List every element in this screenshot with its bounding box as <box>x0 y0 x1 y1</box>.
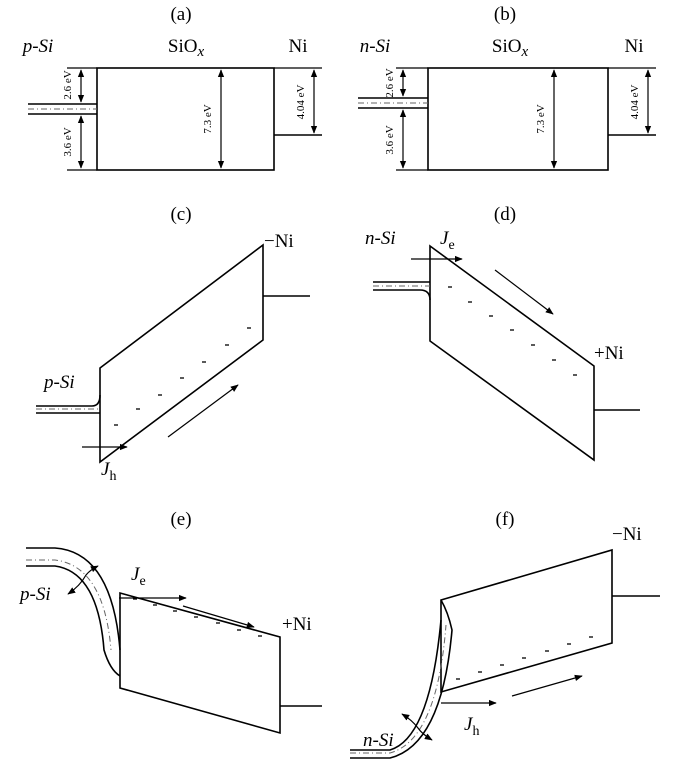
panel-e-si-conduction-band <box>26 565 121 677</box>
panel-f-metal-label: −Ni <box>612 524 642 545</box>
panel-d-semiconductor-label: n-Si <box>365 228 396 249</box>
panel-d: (d) n-Si Je +Ni <box>365 204 640 462</box>
panel-b-tag: (b) <box>494 4 516 25</box>
panel-d-current-label: Je <box>440 228 455 253</box>
panel-f-tag: (f) <box>496 509 515 530</box>
panel-e-oxide-barrier <box>119 591 281 735</box>
panel-b-oxide-gap-value: 7.3 eV <box>535 104 547 133</box>
panel-a-metal-offset-value: 4.04 eV <box>295 85 307 120</box>
panel-f-si-conduction-band <box>350 599 453 759</box>
panel-e-semiconductor-label: p-Si <box>18 584 51 605</box>
panel-d-oxide-barrier <box>429 244 595 462</box>
panel-a-semiconductor-label: p-Si <box>21 36 54 57</box>
panel-a-tag: (a) <box>170 4 191 25</box>
panel-e-current-label: Je <box>131 564 146 589</box>
panel-a-oxide-label: SiOx <box>168 36 205 60</box>
panel-c-current-label: Jh <box>101 459 116 484</box>
panel-a: (a) p-Si SiOx Ni 2.6 eV 3.6 eV 7.3 eV 4.… <box>21 4 322 171</box>
panel-f-transport-arrow <box>511 674 583 697</box>
panel-b-oxide-label: SiOx <box>492 36 529 60</box>
panel-b-oxide-barrier <box>427 67 609 171</box>
panel-f-current-label: Jh <box>464 714 479 739</box>
panel-e-tag: (e) <box>170 509 191 530</box>
panel-e-trap-levels <box>133 598 262 637</box>
panel-c-semiconductor-label: p-Si <box>42 372 75 393</box>
panel-d-si-conduction-band <box>373 289 431 301</box>
panel-a-oxide-barrier <box>96 67 275 171</box>
panel-c: (c) −Ni p-Si Jh <box>36 204 310 484</box>
panel-c-trap-levels <box>114 327 251 426</box>
panel-a-oxide-gap-value: 7.3 eV <box>202 104 214 133</box>
panel-e-transport-arrow <box>182 605 255 629</box>
panel-a-metal-label: Ni <box>289 36 308 57</box>
panel-c-si-valence-band <box>36 394 101 407</box>
panel-b-lower-offset-value: 3.6 eV <box>384 125 396 154</box>
panel-c-oxide-barrier <box>99 243 264 464</box>
panel-f-semiconductor-label: n-Si <box>363 730 394 751</box>
panel-b: (b) n-Si SiOx Ni 2.6 eV 3.6 eV 7.3 eV 4.… <box>358 4 656 171</box>
panel-b-metal-offset-value: 4.04 eV <box>629 85 641 120</box>
panel-c-tag: (c) <box>170 204 191 225</box>
panel-c-metal-label: −Ni <box>264 231 294 252</box>
panel-b-upper-offset-value: 2.6 eV <box>384 68 396 97</box>
panel-f-trap-levels <box>456 636 593 680</box>
panel-e: (e) p-Si Je +Ni <box>18 509 322 735</box>
panel-d-trap-levels <box>448 286 577 376</box>
panel-f-fermi-level <box>350 624 447 754</box>
panel-f-oxide-barrier <box>440 548 613 694</box>
panel-b-semiconductor-label: n-Si <box>360 36 391 57</box>
panel-e-band-bending-arrow <box>67 565 99 595</box>
panel-d-tag: (d) <box>494 204 516 225</box>
panel-c-transport-arrow <box>167 384 239 438</box>
panel-f-band-bending-arrow <box>401 713 433 741</box>
panel-d-metal-label: +Ni <box>594 343 624 364</box>
panel-b-metal-label: Ni <box>625 36 644 57</box>
panel-d-transport-arrow <box>494 269 554 315</box>
panel-e-metal-label: +Ni <box>282 614 312 635</box>
panel-f: (f) −Ni n-Si Jh <box>350 509 660 759</box>
panel-a-upper-offset-value: 2.6 eV <box>62 70 74 99</box>
panel-a-lower-offset-value: 3.6 eV <box>62 127 74 156</box>
